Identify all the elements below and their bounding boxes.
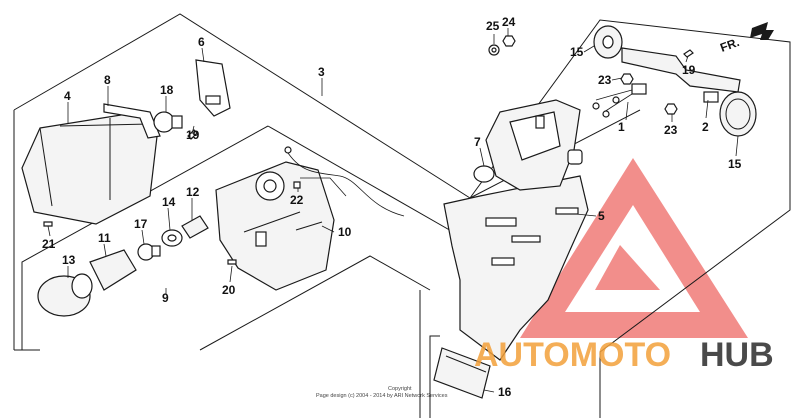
screw-19-left <box>187 129 198 140</box>
direction-arrow-icon <box>750 22 774 40</box>
screw-22 <box>293 181 301 189</box>
callouts: 1 2 3 4 5 6 7 8 9 10 11 12 13 14 15 15 1… <box>42 15 742 399</box>
copyright-line-1: Copyright <box>388 386 412 392</box>
tail-light-gasket <box>103 103 161 139</box>
callout-20: 20 <box>222 283 236 297</box>
watermark-text-automoto: AUTOMOTO <box>474 336 671 374</box>
callout-18: 18 <box>160 83 174 97</box>
washer-14 <box>161 229 183 247</box>
watermark-text: AUTOMOTO HUB <box>474 336 774 374</box>
nut-23-b <box>664 103 678 115</box>
screw-21 <box>43 221 53 227</box>
callout-3: 3 <box>318 65 325 79</box>
copyright-line-2: Page design (c) 2004 - 2014 by ARI Netwo… <box>316 393 448 399</box>
nut-25 <box>488 44 500 56</box>
callout-19-right: 19 <box>682 63 696 77</box>
callout-19-left: 19 <box>186 128 200 142</box>
callout-14: 14 <box>162 195 176 209</box>
rear-fender-5 <box>443 175 589 361</box>
nut-23-a <box>620 73 634 85</box>
callout-8: 8 <box>104 73 111 87</box>
callout-13: 13 <box>62 253 76 267</box>
screw-20 <box>227 259 237 265</box>
direction-label: FR. <box>718 35 741 55</box>
callout-15-top: 15 <box>570 45 584 59</box>
callout-17: 17 <box>134 217 148 231</box>
reflector-15-right <box>719 91 757 137</box>
callout-24: 24 <box>502 15 516 29</box>
bulb-18 <box>153 111 183 133</box>
callout-22: 22 <box>290 193 304 207</box>
callout-25: 25 <box>486 19 500 33</box>
callout-15-right: 15 <box>728 157 742 171</box>
callout-6: 6 <box>198 35 205 49</box>
watermark-logo-mark <box>520 158 748 338</box>
reflector-16 <box>433 347 491 399</box>
tail-light-housing-7 <box>473 99 583 191</box>
callout-12: 12 <box>186 185 200 199</box>
callout-23-a: 23 <box>598 73 612 87</box>
lens-13 <box>37 273 93 317</box>
reflector-15-top <box>593 25 623 59</box>
tail-light-lens <box>21 111 159 225</box>
screw-19-right <box>683 49 694 58</box>
connector-1 <box>592 83 647 118</box>
group-outline-left <box>13 13 471 351</box>
callout-5: 5 <box>598 209 605 223</box>
callout-11: 11 <box>98 231 111 245</box>
callout-2: 2 <box>702 120 709 134</box>
callout-16: 16 <box>498 385 512 399</box>
leader-lines <box>47 28 739 393</box>
callout-4: 4 <box>64 89 71 103</box>
housing-11 <box>89 249 137 291</box>
watermark-text-hub: HUB <box>700 336 774 374</box>
callout-23-b: 23 <box>664 123 678 137</box>
callout-9: 9 <box>162 291 169 305</box>
socket-12 <box>181 215 209 239</box>
wire-harness <box>284 146 405 217</box>
stay-6 <box>195 59 231 117</box>
group-outline-plate <box>429 335 440 418</box>
bracket-10 <box>215 161 335 291</box>
nut-24 <box>502 35 516 47</box>
callout-21: 21 <box>42 237 56 251</box>
bulb-17 <box>137 243 161 261</box>
callout-10: 10 <box>338 225 352 239</box>
callout-7: 7 <box>474 135 481 149</box>
callout-1: 1 <box>618 120 625 134</box>
